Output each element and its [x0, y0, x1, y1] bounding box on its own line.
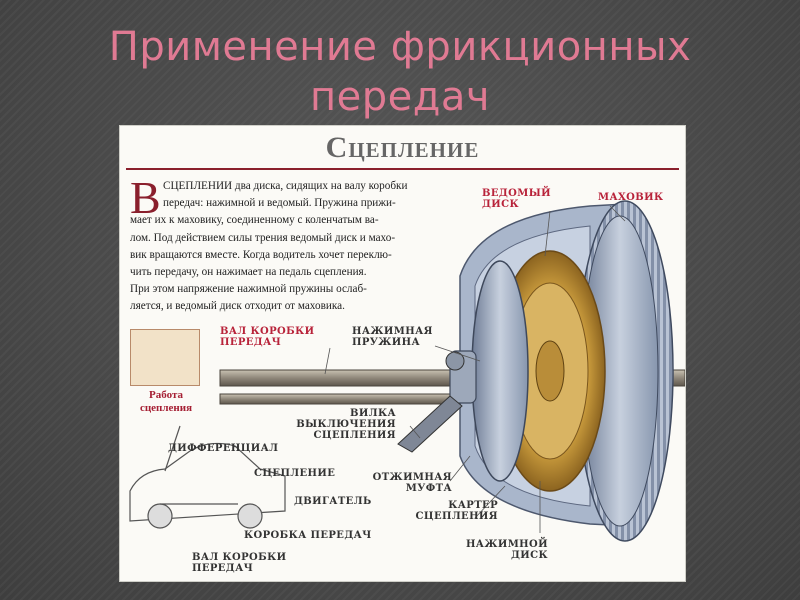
body-line: передач: нажимной и ведомый. Пружина при… [163, 197, 396, 210]
car-outline [129, 425, 286, 529]
label-car-differential: ДИФФЕРЕНЦИАЛ [168, 443, 279, 454]
slide-title-line-2: передач [309, 74, 491, 120]
header-rule [126, 168, 679, 170]
body-line: ляется, и ведомый диск отходит от махови… [130, 300, 345, 313]
body-line: чить передачу, он нажимает на педаль сце… [130, 266, 367, 279]
label-car-shaft: ВАЛ КОРОБКИ ПЕРЕДАЧ [192, 552, 287, 574]
label-release-bearing: ОТЖИМНАЯ МУФТА [372, 472, 452, 494]
label-clutch-housing: КАРТЕР СЦЕПЛЕНИЯ [415, 500, 498, 522]
label-flywheel: МАХОВИК [598, 192, 664, 203]
label-car-gearbox: КОРОБКА ПЕРЕДАЧ [244, 530, 372, 541]
thumbnail-caption-line: сцепления [139, 402, 193, 414]
flywheel [576, 200, 674, 542]
description-text: СЦЕПЛЕНИИ два диска, сидящих на валу кор… [130, 178, 480, 316]
body-line: мает их к маховику, соединенному с колен… [130, 214, 379, 227]
label-car-engine: ДВИГАТЕЛЬ [294, 496, 372, 507]
label-car-clutch: СЦЕПЛЕНИЕ [254, 468, 336, 479]
release-fork [397, 351, 465, 453]
clutch-illustration [129, 200, 685, 542]
label-release-fork: ВИЛКА ВЫКЛЮЧЕНИЯ СЦЕПЛЕНИЯ [296, 408, 396, 441]
label-pressure-plate: НАЖИМНОЙ ДИСК [465, 539, 548, 561]
thumbnail-caption: Работа сцепления [126, 389, 206, 415]
leader-lines [324, 205, 626, 533]
label-gearbox-shaft: ВАЛ КОРОБКИ ПЕРЕДАЧ [220, 326, 315, 348]
body-line: лом. Под действием силы трения ведомый д… [130, 231, 396, 244]
slide-title: Применение фрикционных передач [0, 22, 800, 122]
clutch-operation-thumbnail [130, 329, 200, 386]
body-line: СЦЕПЛЕНИИ два диска, сидящих на валу кор… [163, 180, 408, 192]
slide-title-line-1: Применение фрикционных [108, 24, 692, 70]
body-line: При этом напряжение нажимной пружины осл… [130, 283, 367, 296]
clutch-figure: Сцепление В СЦЕПЛЕНИИ два диска, сидящих… [119, 125, 686, 582]
thumbnail-caption-line: Работа [149, 389, 183, 401]
figure-header: Сцепление [325, 131, 480, 164]
body-line: вик вращаются вместе. Когда водитель хоч… [130, 248, 392, 261]
label-pressure-spring: НАЖИМНАЯ ПРУЖИНА [352, 326, 433, 348]
label-driven-disk: ВЕДОМЫЙ ДИСК [482, 188, 552, 210]
drop-cap: В [130, 172, 161, 223]
pressure-plate [471, 260, 529, 482]
